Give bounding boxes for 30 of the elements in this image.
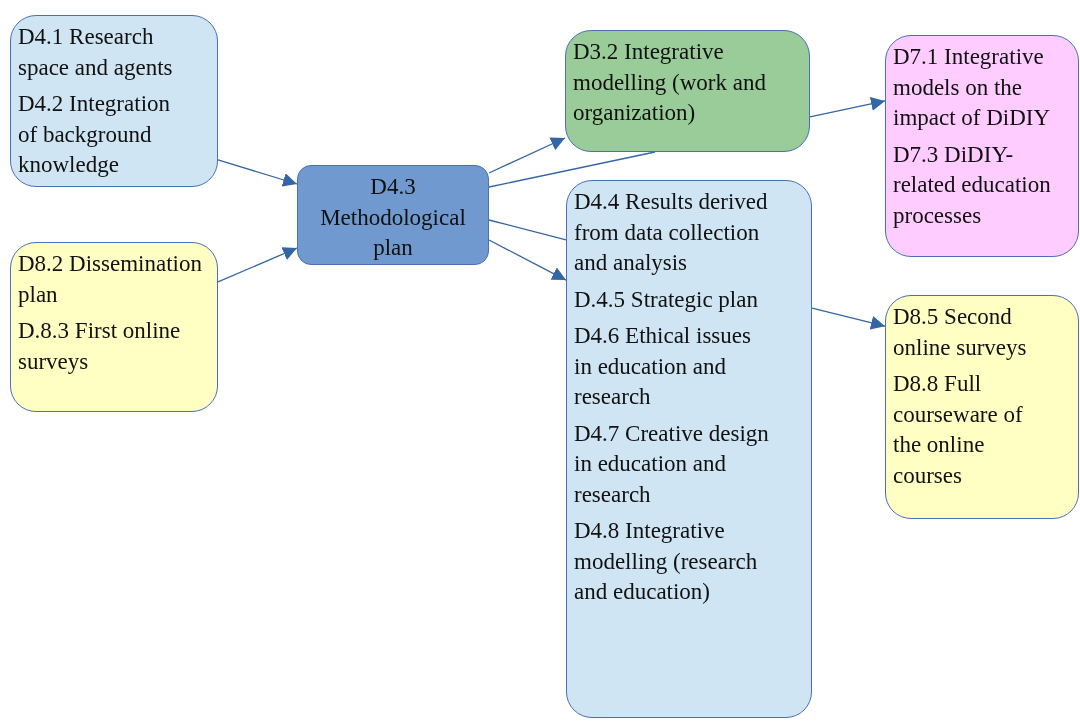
process-box [297,165,489,265]
deliverable-text: D7.1 Integrative models on the impact of DiDIY [893,43,1052,132]
connector-line [488,151,656,188]
deliverable-text: D8.2 Dissemination plan [18,250,203,309]
deliverable-text: D.8.3 First online surveys [18,317,182,376]
arrow [217,247,298,283]
arrow [811,307,886,330]
arrow [488,239,567,281]
arrow [809,97,886,118]
deliverable-text: D3.2 Integrative modelling (work and organization) [573,38,767,127]
arrow [488,137,566,174]
deliverable-text: D4.3 Methodological plan [319,173,467,262]
deliverable-box [10,242,218,412]
deliverable-text: D8.5 Second online surveys [893,303,1028,362]
connector-line [488,219,567,241]
deliverable-box [565,30,810,152]
deliverable-text: D4.4 Results derived from data collection and analysis [574,188,769,277]
deliverable-box [10,15,218,187]
deliverable-box [566,180,812,718]
deliverable-text: D4.1 Research space and agents [18,23,174,82]
deliverable-box [885,295,1079,519]
deliverable-text: D4.7 Creative design in education and research [574,419,769,509]
deliverable-text: D8.8 Full courseware of the online courses [893,370,1024,490]
arrow [217,159,298,187]
deliverable-text: D4.8 Integrative modelling (research and education) [574,517,759,606]
deliverable-text: D.4.5 Strategic plan [574,285,759,314]
deliverable-text: D4.6 Ethical issues in education and research [574,322,752,411]
deliverable-box [885,35,1079,257]
deliverable-text: D7.3 DiDIY-related education processes [893,140,1052,230]
deliverable-text: D4.2 Integration of background knowledge [18,90,171,179]
